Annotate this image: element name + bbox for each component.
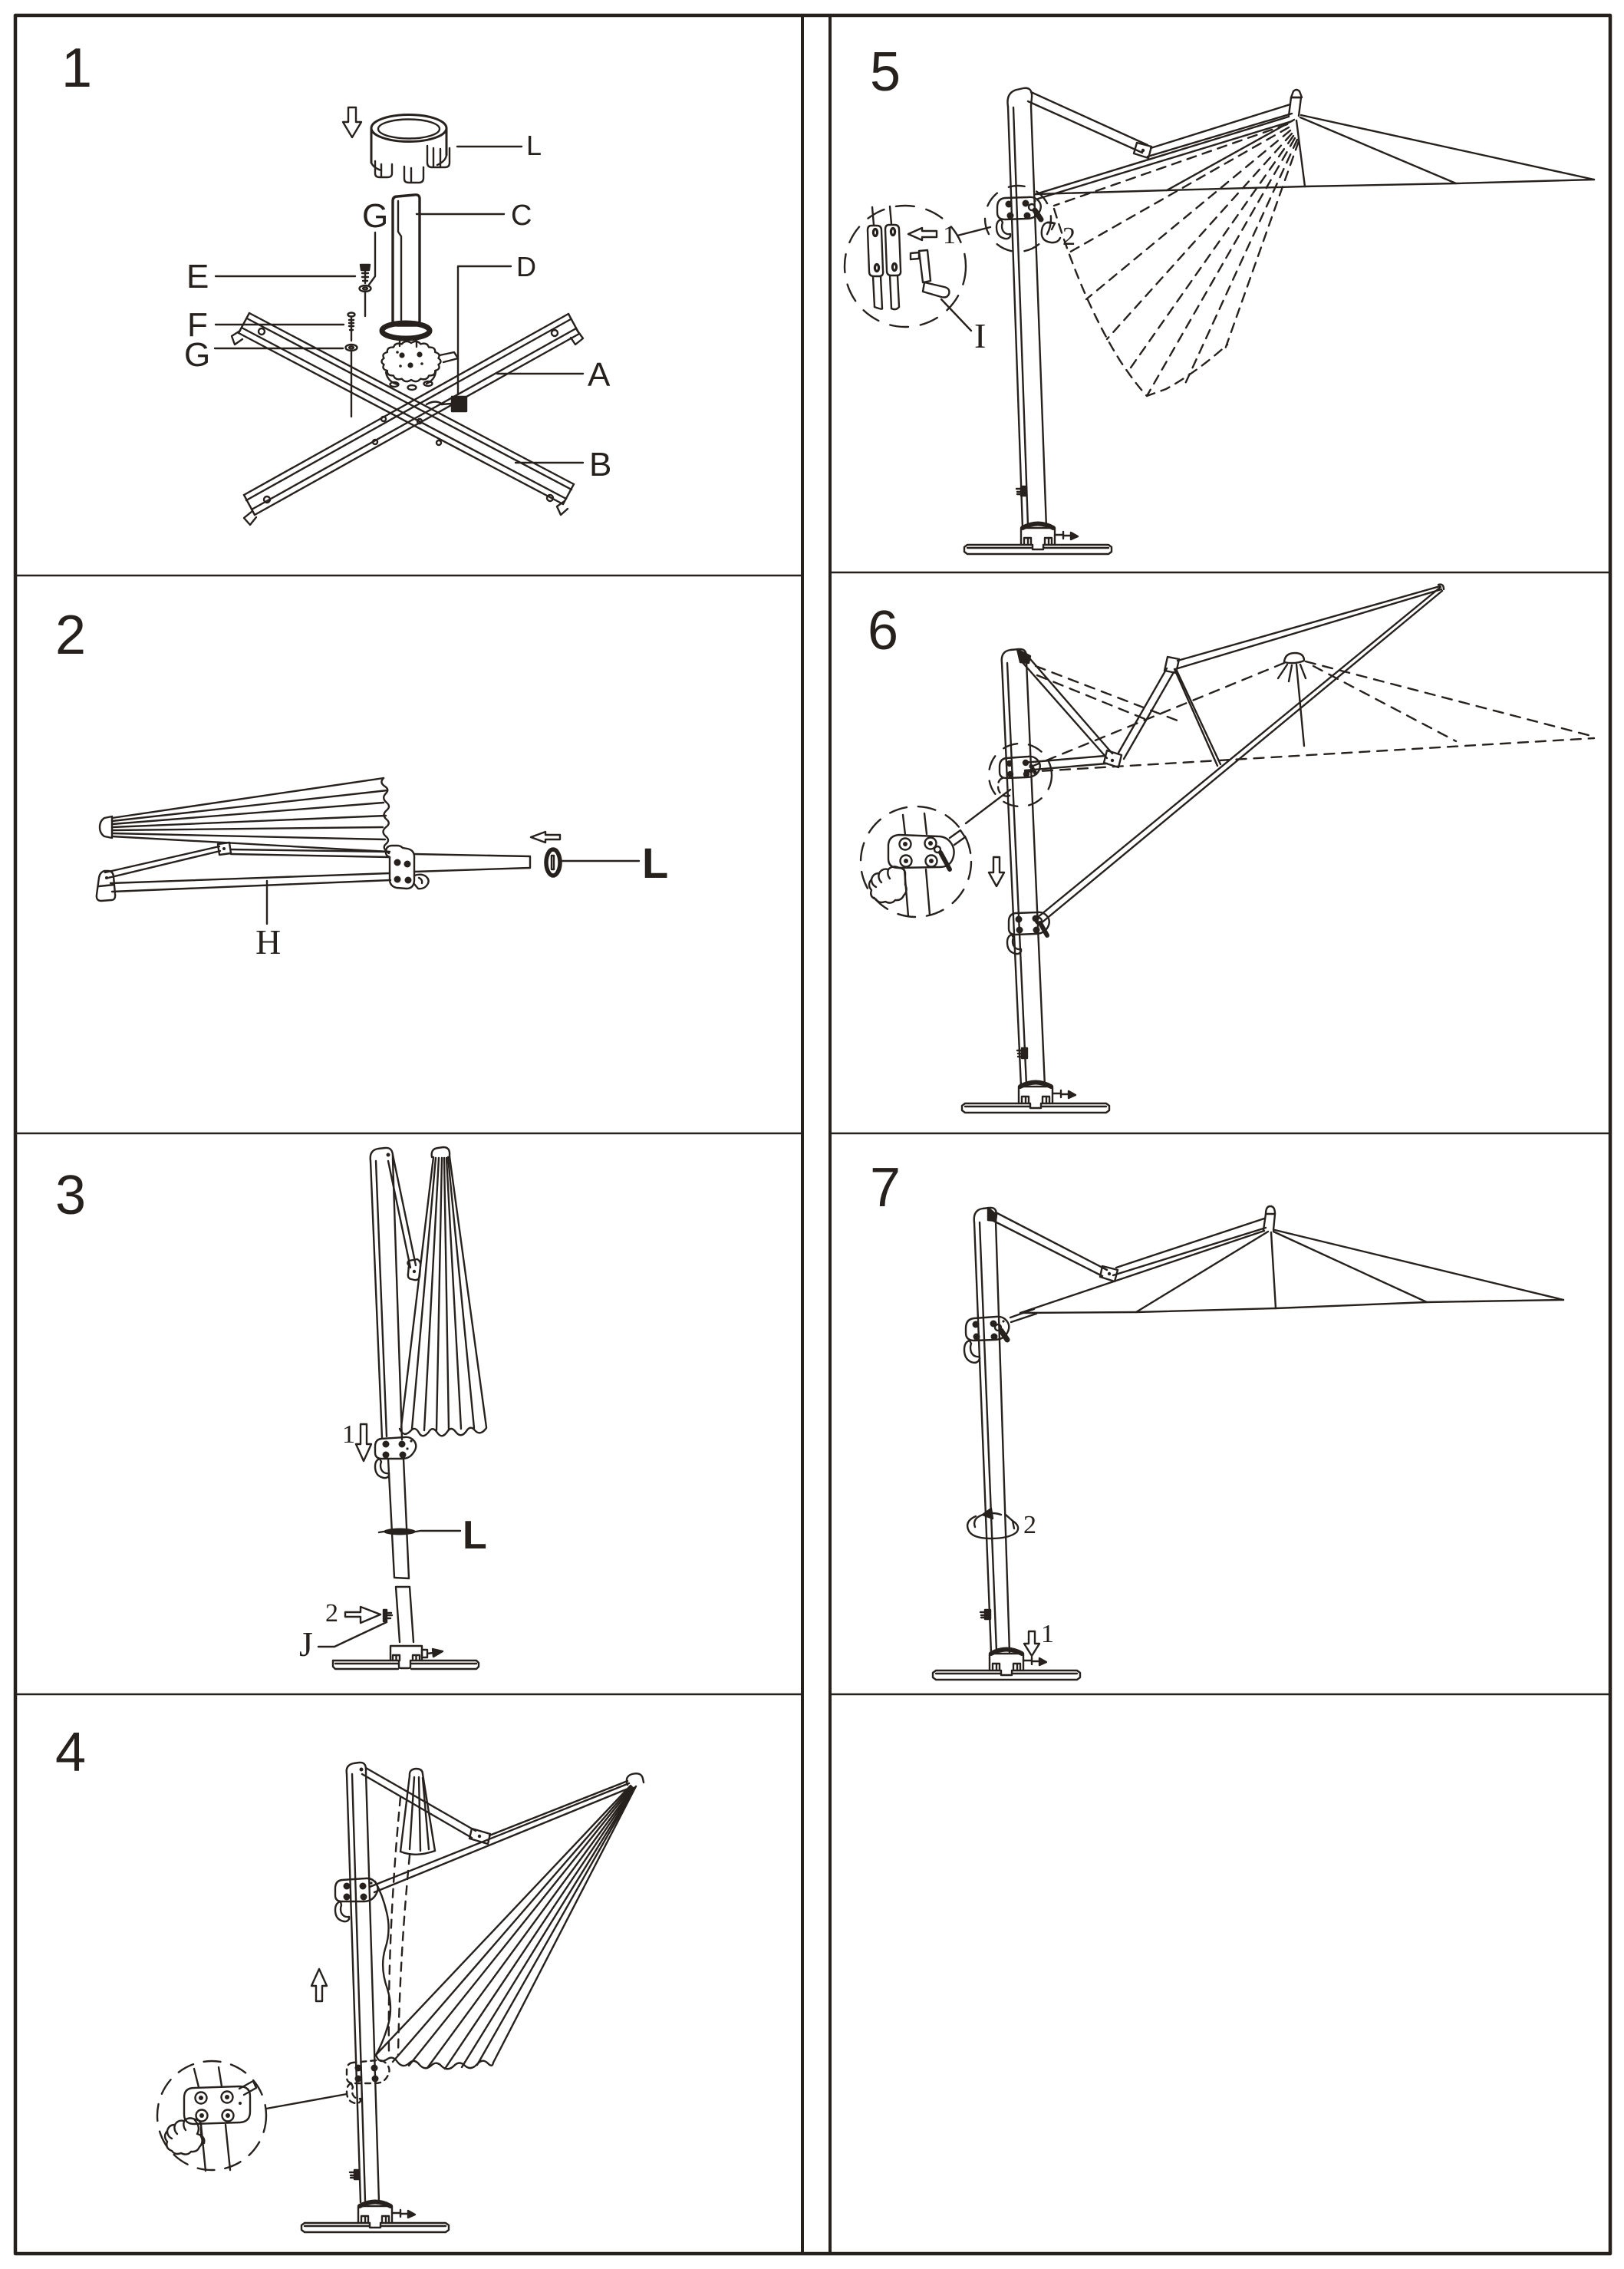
- svg-text:7: 7: [870, 1157, 901, 1219]
- svg-text:2: 2: [55, 605, 86, 666]
- svg-text:L: L: [642, 839, 668, 887]
- svg-text:H: H: [255, 922, 281, 961]
- svg-text:C: C: [511, 200, 532, 232]
- svg-text:B: B: [589, 446, 611, 483]
- svg-text:I: I: [974, 316, 986, 355]
- svg-text:2: 2: [1062, 223, 1076, 251]
- svg-text:1: 1: [943, 221, 956, 249]
- svg-text:3: 3: [55, 1165, 86, 1226]
- svg-text:1: 1: [1041, 1620, 1054, 1648]
- svg-text:D: D: [516, 251, 536, 282]
- svg-text:E: E: [186, 258, 209, 295]
- svg-text:1: 1: [342, 1420, 355, 1449]
- svg-text:1: 1: [61, 38, 92, 99]
- svg-text:J: J: [299, 1624, 313, 1664]
- svg-text:L: L: [526, 130, 542, 161]
- svg-text:6: 6: [868, 600, 898, 661]
- svg-text:5: 5: [870, 41, 901, 103]
- svg-text:2: 2: [325, 1599, 338, 1628]
- svg-text:G: G: [362, 197, 388, 235]
- svg-text:F: F: [187, 306, 208, 344]
- svg-text:G: G: [184, 336, 210, 374]
- svg-text:2: 2: [1023, 1511, 1036, 1539]
- svg-text:4: 4: [55, 1722, 86, 1783]
- svg-text:A: A: [588, 356, 611, 394]
- svg-text:L: L: [463, 1513, 487, 1558]
